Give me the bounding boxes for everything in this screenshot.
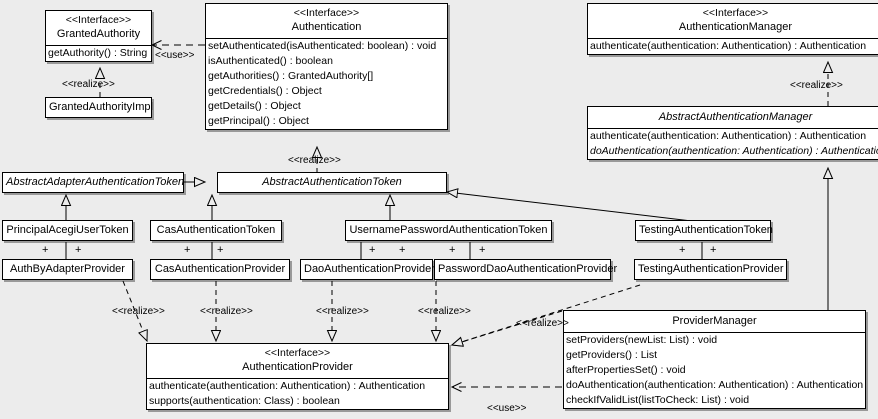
label-realize-abstract-authentication-token: <<realize>> xyxy=(288,155,341,166)
operation: authenticate(authentication: Authenticat… xyxy=(590,40,867,52)
class-name: CasAuthenticationProvider xyxy=(154,263,286,275)
label-realize-dao-provider: <<realize>> xyxy=(316,306,369,317)
operations-compartment: authenticate(authentication: Authenticat… xyxy=(147,379,448,409)
class-header: AbstractAuthenticationManager xyxy=(588,107,878,128)
class-testing-authentication-token[interactable]: TestingAuthenticationToken xyxy=(635,220,773,241)
stereotype-interface: <<Interface>> xyxy=(264,347,331,359)
class-header: <<Interface>> AuthenticationManager xyxy=(588,4,878,38)
class-header: <<Interface>> GrantedAuthority xyxy=(46,11,151,45)
operation: getAuthorities() : GrantedAuthority[] xyxy=(208,70,374,82)
stereotype-interface: <<Interface>> xyxy=(702,7,769,19)
class-name: PasswordDaoAuthenticationProvider xyxy=(438,263,618,275)
operation: getPrincipal() : Object xyxy=(208,115,309,127)
class-authentication-manager[interactable]: <<Interface>> AuthenticationManager auth… xyxy=(587,3,878,55)
association-end-marker: + xyxy=(369,244,376,256)
class-name: AbstractAuthenticationToken xyxy=(262,176,402,188)
operation: doAuthentication(authentication: Authent… xyxy=(590,145,878,157)
label-realize-cas-provider: <<realize>> xyxy=(200,306,253,317)
operation: getProviders() : List xyxy=(566,349,658,361)
class-name: GrantedAuthority xyxy=(56,28,141,40)
class-abstract-authentication-manager[interactable]: AbstractAuthenticationManager authentica… xyxy=(587,106,878,160)
operation: supports(authentication: Class) : boolea… xyxy=(149,395,340,407)
label-use-authentication-granted-authority: <<use>> xyxy=(155,50,195,61)
label-realize-authentication-manager: <<realize>> xyxy=(790,80,843,91)
class-name: AuthenticationManager xyxy=(678,21,793,33)
operations-compartment: setAuthenticated(isAuthenticated: boolea… xyxy=(206,39,447,129)
class-principal-acegi-user-token[interactable]: PrincipalAcegiUserToken xyxy=(2,220,133,241)
divider xyxy=(147,378,448,379)
operations-compartment: authenticate(authentication: Authenticat… xyxy=(588,39,878,54)
class-name: AuthByAdapterProvider xyxy=(10,263,125,275)
class-header: <<Interface>> AuthenticationProvider xyxy=(147,344,448,378)
divider xyxy=(588,128,878,129)
class-authentication[interactable]: <<Interface>> Authentication setAuthenti… xyxy=(205,3,448,130)
class-authentication-provider[interactable]: <<Interface>> AuthenticationProvider aut… xyxy=(146,343,449,410)
class-provider-manager[interactable]: ProviderManager setProviders(newList: Li… xyxy=(563,310,866,409)
operation: authenticate(authentication: Authenticat… xyxy=(149,380,426,392)
label-realize-granted-authority-impl: <<realize>> xyxy=(62,79,115,90)
association-end-marker: + xyxy=(184,244,191,256)
association-end-marker: + xyxy=(710,244,717,256)
class-name: TestingAuthenticationProvider xyxy=(638,263,784,275)
label-realize-auth-by-adapter-provider: <<realize>> xyxy=(112,306,165,317)
association-end-marker: + xyxy=(399,244,406,256)
class-granted-authority-impl[interactable]: GrantedAuthorityImpl xyxy=(45,97,153,118)
class-cas-authentication-token[interactable]: CasAuthenticationToken xyxy=(150,220,282,241)
association-end-marker: + xyxy=(42,244,49,256)
class-header: <<Interface>> Authentication xyxy=(206,4,447,38)
label-realize-provider-manager: <<realize>> xyxy=(516,318,569,329)
class-name: DaoAuthenticationProvider xyxy=(304,263,435,275)
class-name: ProviderManager xyxy=(672,315,757,327)
label-use-provider-manager: <<use>> xyxy=(487,403,527,414)
association-end-marker: + xyxy=(449,244,456,256)
operation: setAuthenticated(isAuthenticated: boolea… xyxy=(208,40,437,52)
class-abstract-authentication-token[interactable]: AbstractAuthenticationToken xyxy=(217,172,447,193)
operations-compartment: setProviders(newList: List) : void getPr… xyxy=(564,333,865,408)
operation: authenticate(authentication: Authenticat… xyxy=(590,130,867,142)
operation: setProviders(newList: List) : void xyxy=(566,334,718,346)
association-end-marker: + xyxy=(75,244,82,256)
class-name: GrantedAuthorityImpl xyxy=(49,101,153,113)
association-end-marker: + xyxy=(217,244,224,256)
operation: afterPropertiesSet() : void xyxy=(566,364,686,376)
divider xyxy=(206,38,447,39)
operation: getDetails() : Object xyxy=(208,100,301,112)
class-granted-authority[interactable]: <<Interface>> GrantedAuthority getAuthor… xyxy=(45,10,152,62)
class-name: AbstractAdapterAuthenticationToken xyxy=(6,176,185,188)
class-name: CasAuthenticationToken xyxy=(156,224,276,236)
class-cas-authentication-provider[interactable]: CasAuthenticationProvider xyxy=(150,259,290,280)
class-name: Authentication xyxy=(291,21,362,33)
class-auth-by-adapter-provider[interactable]: AuthByAdapterProvider xyxy=(2,259,133,280)
class-username-password-authentication-token[interactable]: UsernamePasswordAuthenticationToken xyxy=(345,220,552,241)
association-end-marker: + xyxy=(679,244,686,256)
operations-compartment: getAuthority() : String xyxy=(46,46,151,61)
class-name: PrincipalAcegiUserToken xyxy=(6,224,129,236)
class-abstract-adapter-authentication-token[interactable]: AbstractAdapterAuthenticationToken xyxy=(2,172,184,193)
association-end-marker: + xyxy=(479,244,486,256)
operation: checkIfValidList(listToCheck: List) : vo… xyxy=(566,394,750,406)
class-name: AbstractAuthenticationManager xyxy=(658,111,813,123)
divider xyxy=(588,38,878,39)
operations-compartment: authenticate(authentication: Authenticat… xyxy=(588,129,878,159)
stereotype-interface: <<Interface>> xyxy=(293,7,360,19)
stereotype-interface: <<Interface>> xyxy=(65,14,132,26)
operation: doAuthentication(authentication: Authent… xyxy=(566,379,864,391)
class-dao-authentication-provider[interactable]: DaoAuthenticationProvider xyxy=(300,259,435,280)
class-testing-authentication-provider[interactable]: TestingAuthenticationProvider xyxy=(634,259,787,280)
divider xyxy=(564,332,865,333)
class-name: UsernamePasswordAuthenticationToken xyxy=(349,224,548,236)
class-header: ProviderManager xyxy=(564,311,865,332)
operation: getAuthority() : String xyxy=(48,47,148,59)
label-realize-password-dao-provider: <<realize>> xyxy=(418,306,471,317)
class-name: TestingAuthenticationToken xyxy=(639,224,773,236)
class-name: AuthenticationProvider xyxy=(242,361,353,373)
divider xyxy=(46,45,151,46)
class-password-dao-authentication-provider[interactable]: PasswordDaoAuthenticationProvider xyxy=(434,259,618,280)
operation: isAuthenticated() : boolean xyxy=(208,55,333,67)
operation: getCredentials() : Object xyxy=(208,85,322,97)
